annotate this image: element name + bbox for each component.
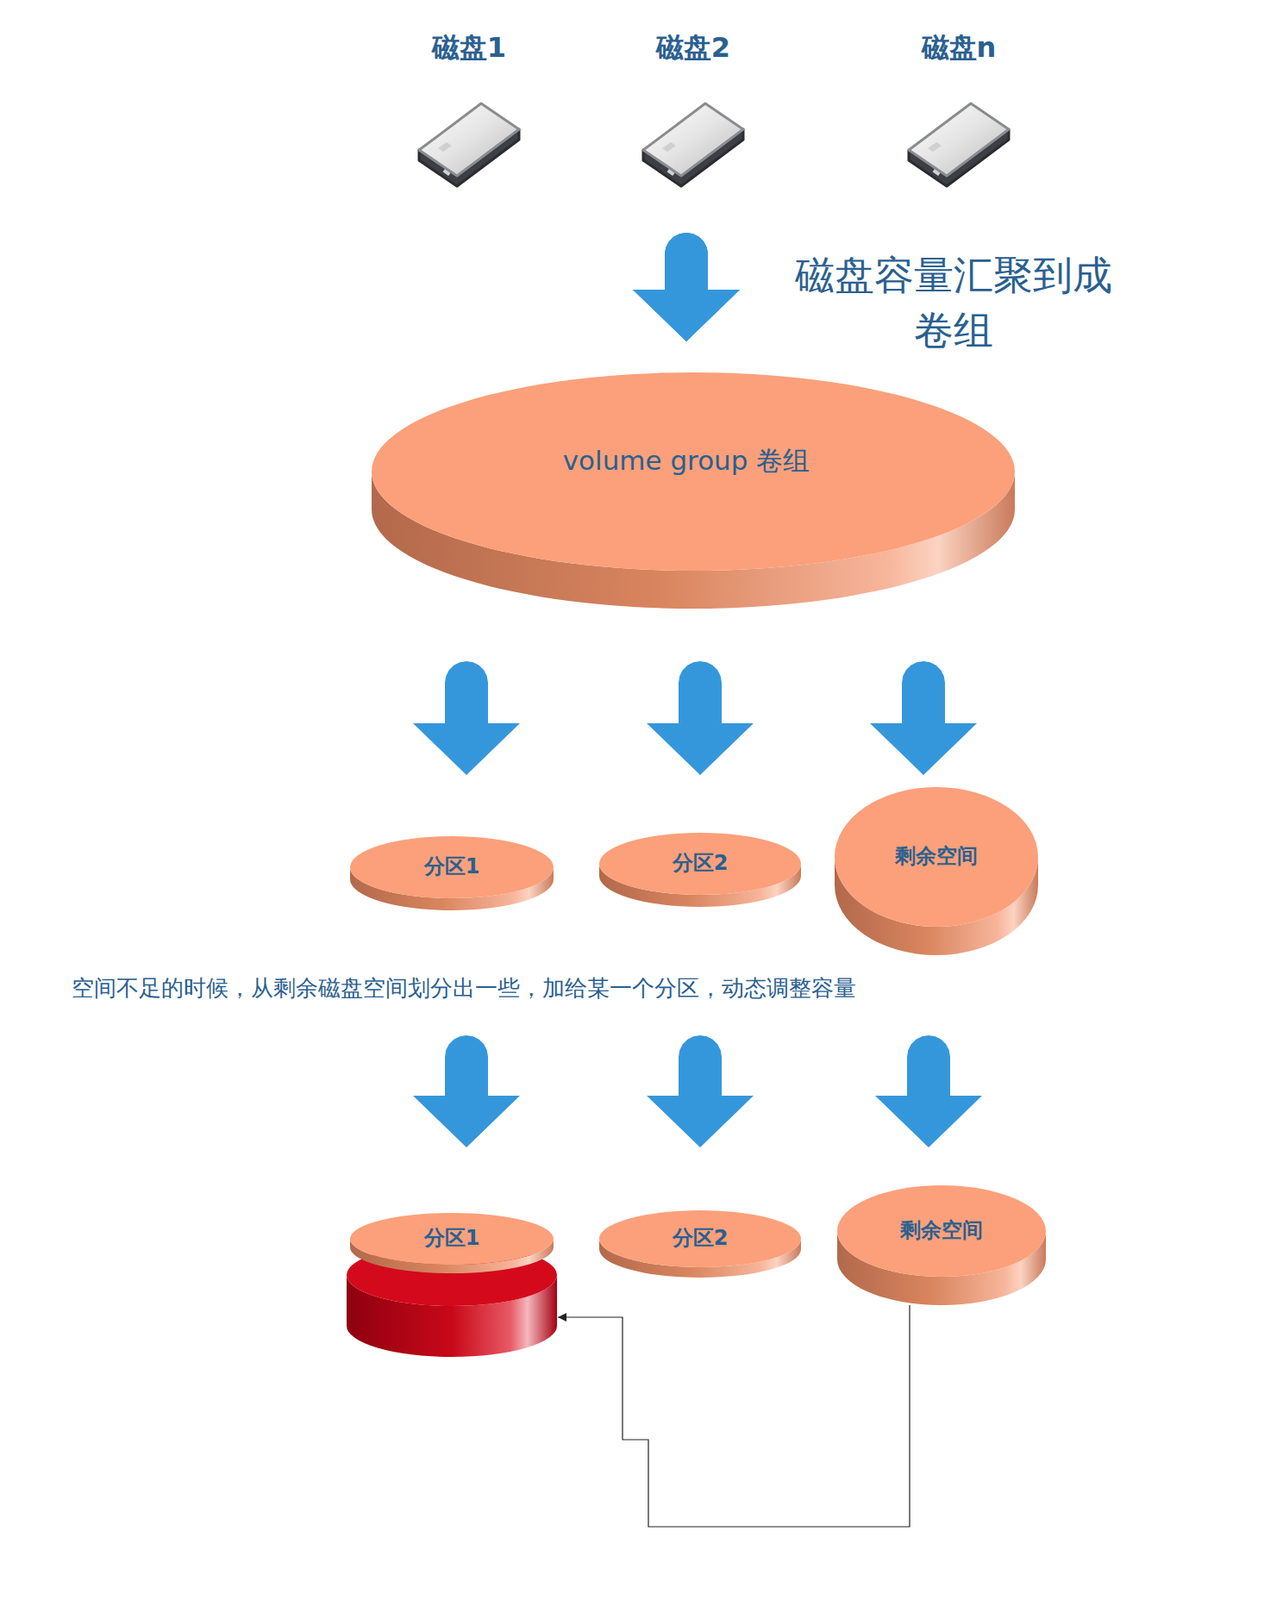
volume-disc: 分区1 <box>350 836 554 911</box>
text-area: 分区1 <box>370 1224 534 1254</box>
disc-top <box>371 372 1015 571</box>
disk-node: 磁盘1 <box>408 31 530 190</box>
disc-label: 分区2 <box>672 849 729 879</box>
disk-logo <box>438 142 452 152</box>
disc-top <box>599 832 801 895</box>
disk-node: 磁盘n <box>898 31 1020 190</box>
disk-port <box>667 168 676 176</box>
disk-icon <box>643 103 744 187</box>
disc-top <box>350 1213 554 1265</box>
disk-logo <box>927 142 942 152</box>
text-area: 剩余空间 <box>857 1216 1026 1246</box>
disc-label: volume group 卷组 <box>563 442 811 480</box>
disk-cover <box>908 103 1009 176</box>
volume-disc: 剩余空间 <box>837 1185 1046 1306</box>
volume-disc: 剩余空间 <box>834 787 1039 956</box>
disk-icon <box>908 103 1009 187</box>
disk-port <box>443 168 451 176</box>
text-area: volume group 卷组 <box>561 442 812 480</box>
block-arrow <box>646 1035 754 1148</box>
block-arrow <box>632 232 740 342</box>
transfer-line <box>557 1305 910 1527</box>
block-arrow <box>875 1035 983 1148</box>
block-arrow <box>632 232 740 342</box>
node-shape <box>837 1185 1046 1306</box>
text-area: 分区2 <box>619 1224 782 1254</box>
disk-node: 磁盘2 <box>632 31 754 190</box>
block-arrow <box>646 661 754 776</box>
block-arrow <box>412 1035 520 1148</box>
disc-label: 剩余空间 <box>894 842 978 872</box>
disc-top <box>599 1210 801 1268</box>
disk-label: 磁盘n <box>898 31 1020 64</box>
disk-cover <box>419 103 520 176</box>
disc-label: 分区1 <box>424 852 481 883</box>
block-arrow <box>412 661 520 776</box>
volume-disc: 分区2 <box>599 832 801 908</box>
disc-label: 分区1 <box>424 1224 481 1254</box>
volume-disc: 分区1 <box>346 1213 557 1358</box>
disc-top <box>837 1185 1046 1277</box>
heading-note: 磁盘容量汇聚到成卷组 <box>781 247 1127 359</box>
disk-label: 磁盘1 <box>408 31 530 64</box>
disc-label: 剩余空间 <box>900 1216 983 1246</box>
disk-cover <box>643 103 744 176</box>
node-shape <box>371 372 1015 609</box>
disc-label: 分区2 <box>672 1224 729 1254</box>
volume-disc: 分区2 <box>599 1210 801 1278</box>
volume-disc: volume group 卷组 <box>371 372 1015 609</box>
node-shape <box>834 787 1039 956</box>
text-area: 剩余空间 <box>855 842 1019 872</box>
disk-port <box>932 168 941 176</box>
disc-top <box>350 836 554 899</box>
disc-top <box>834 787 1039 927</box>
text-area: 分区2 <box>619 849 782 879</box>
text-area: 分区1 <box>370 852 534 883</box>
disk-logo <box>662 142 676 152</box>
disk-icon <box>419 103 520 187</box>
explanation-note: 空间不足的时候，从剩余磁盘空间划分出一些，加给某一个分区，动态调整容量 <box>71 974 857 1004</box>
disk-label: 磁盘2 <box>632 31 754 64</box>
block-arrow <box>869 661 977 776</box>
block-arrow <box>632 232 740 342</box>
